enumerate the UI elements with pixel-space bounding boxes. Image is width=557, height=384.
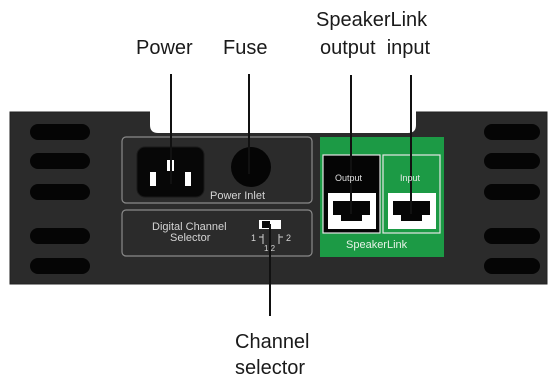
speakerlink-callout-label: SpeakerLink bbox=[316, 9, 428, 31]
switch-bottom-label: 1 2 bbox=[264, 244, 276, 253]
input-port-label: Input bbox=[400, 173, 421, 183]
digital-channel-panel bbox=[121, 209, 313, 257]
fuse-holder bbox=[231, 147, 271, 187]
speakerlink-ports-callout-label: output input bbox=[320, 37, 431, 59]
socket-pin bbox=[150, 172, 156, 186]
vent-slot bbox=[484, 228, 540, 244]
vent-slot bbox=[30, 124, 90, 140]
chassis bbox=[9, 111, 548, 285]
socket-pin bbox=[185, 172, 191, 186]
chassis-notch bbox=[150, 110, 416, 133]
channel-switch-knob bbox=[262, 221, 270, 228]
switch-position-2-label: 2 bbox=[286, 233, 292, 243]
vent-slot bbox=[484, 124, 540, 140]
vent-slot bbox=[30, 228, 90, 244]
vent-slot bbox=[30, 153, 90, 169]
selector-callout-label: selector bbox=[235, 357, 306, 379]
vent-slot bbox=[30, 184, 90, 200]
vent-slot bbox=[30, 258, 90, 274]
power-inlet-panel bbox=[121, 136, 313, 204]
vent-slot bbox=[484, 184, 540, 200]
fuse-callout-label: Fuse bbox=[223, 37, 268, 59]
power-inlet-label: Power Inlet bbox=[210, 190, 266, 202]
speakerlink-label: SpeakerLink bbox=[346, 239, 408, 251]
power-callout-label: Power bbox=[136, 37, 193, 59]
channel-callout-label: Channel bbox=[235, 331, 310, 353]
output-port-label: Output bbox=[335, 173, 363, 183]
digital-selector-label: Selector bbox=[170, 232, 211, 244]
switch-position-1-label: 1 bbox=[251, 233, 257, 243]
vent-slot bbox=[484, 258, 540, 274]
right-vent bbox=[484, 124, 540, 274]
left-vent bbox=[30, 124, 90, 274]
digital-channel-label: Digital Channel bbox=[152, 221, 227, 233]
vent-slot bbox=[484, 153, 540, 169]
